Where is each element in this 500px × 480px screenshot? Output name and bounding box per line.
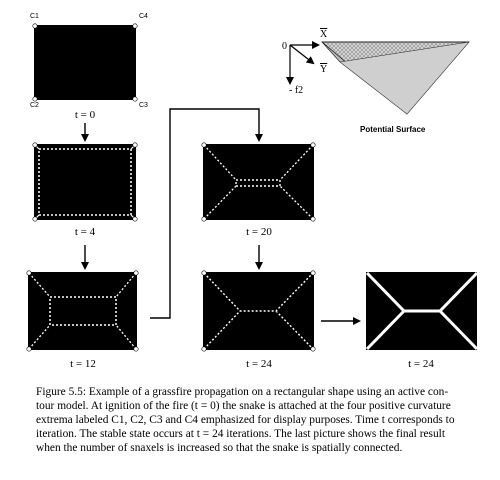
x-axis-label: X bbox=[320, 29, 328, 40]
caption-line-3: extrema labeled C1, C2, C3 and C4 emphas… bbox=[36, 414, 455, 426]
f-axis-label: - f2 bbox=[289, 85, 304, 96]
panel-t0 bbox=[34, 25, 136, 100]
caption-line-1: Figure 5.5: Example of a grassfire propa… bbox=[36, 386, 449, 398]
corner-label-c2: C2 bbox=[30, 102, 39, 109]
snake-t4 bbox=[32, 142, 138, 222]
caption-line-2: tour model. At ignition of the fire (t =… bbox=[36, 400, 451, 412]
corner-label-c1: C1 bbox=[30, 13, 39, 20]
panel-t12 bbox=[28, 272, 137, 350]
potential-surface-caption: Potential Surface bbox=[360, 125, 426, 134]
snake-corners-t0 bbox=[32, 23, 138, 102]
panel-t20 bbox=[203, 144, 314, 220]
snake-t20 bbox=[201, 142, 316, 222]
caption-line-5: when the number of snaxels is increased … bbox=[36, 442, 403, 454]
flow-arrows bbox=[81, 108, 361, 325]
surface-axes bbox=[286, 41, 320, 85]
snake-final bbox=[365, 271, 479, 351]
panel-t24 bbox=[203, 272, 314, 350]
corner-label-c4: C4 bbox=[139, 13, 148, 20]
y-axis-label: Y bbox=[320, 64, 328, 75]
label-final: t = 24 bbox=[408, 358, 434, 370]
snake-t12 bbox=[26, 270, 139, 352]
caption-line-4: iteration. The stable state occurs at t … bbox=[36, 428, 445, 440]
label-t0: t = 0 bbox=[74, 109, 96, 121]
label-t4: t = 4 bbox=[74, 226, 96, 238]
label-t20: t = 20 bbox=[246, 226, 272, 238]
potential-surface bbox=[321, 41, 470, 115]
label-t24: t = 24 bbox=[246, 358, 272, 370]
label-t12: t = 12 bbox=[70, 358, 96, 370]
snake-t24 bbox=[201, 270, 316, 352]
figure-caption: Figure 5.5: Example of a grassfire propa… bbox=[36, 385, 464, 455]
origin-label: 0 bbox=[282, 41, 287, 52]
corner-label-c3: C3 bbox=[139, 102, 148, 109]
panel-t4 bbox=[34, 144, 136, 220]
